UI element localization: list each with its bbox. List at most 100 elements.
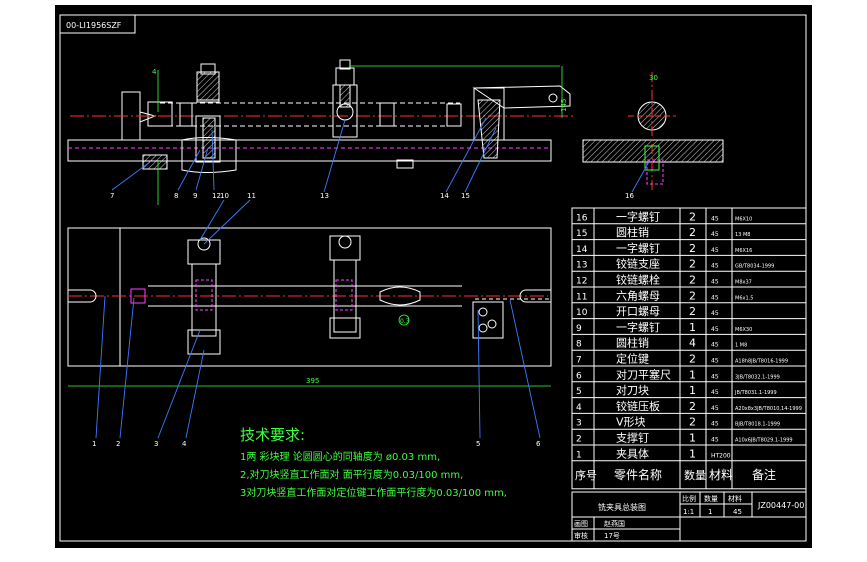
bom-cell-name: 支撑钉 bbox=[616, 431, 649, 445]
bom-cell-no: 14 bbox=[576, 245, 588, 255]
drawn-value: 赵燕国 bbox=[604, 519, 625, 528]
bom-cell-mat: 45 bbox=[711, 358, 719, 365]
bom-cell-no: 12 bbox=[576, 277, 587, 287]
mat-value: 45 bbox=[733, 508, 742, 516]
bom-cell-name: 圆柱销 bbox=[616, 225, 649, 239]
callout-5: 5 bbox=[476, 440, 480, 448]
callout-7: 7 bbox=[110, 192, 114, 200]
leader-lines bbox=[95, 117, 651, 439]
bom-cell-no: 13 bbox=[576, 261, 587, 271]
bom-cell-name: 对刀平塞尺 bbox=[616, 367, 671, 381]
bom-cell-note: BJB/T8018.1-1999 bbox=[735, 422, 780, 428]
bom-cell-name: 夹具体 bbox=[616, 446, 649, 460]
bom-cell-no: 6 bbox=[576, 371, 582, 381]
tech-req-line-1: 1两 彩块理 论圆圆心的同轴度为 ø0.03 mm, bbox=[240, 450, 440, 463]
bom-cell-no: 9 bbox=[576, 324, 582, 334]
bom-cell-name: 一字螺钉 bbox=[616, 241, 660, 255]
mat-label: 材料 bbox=[728, 494, 742, 503]
bom-cell-qty: 1 bbox=[689, 321, 696, 334]
bom-cell-no: 5 bbox=[576, 387, 582, 397]
tech-req-title: 技术要求: bbox=[240, 426, 305, 444]
bom-cell-no: 11 bbox=[576, 292, 587, 302]
scale-value: 1:1 bbox=[683, 508, 694, 516]
tech-req-line-3: 3对刀块竖直工作面对定位键工作面平行度为0.03/100 mm, bbox=[240, 486, 507, 499]
bom-cell-no: 15 bbox=[576, 229, 587, 239]
front-view bbox=[67, 59, 575, 173]
bom-cell-no: 8 bbox=[576, 340, 582, 350]
bom-cell-no: 2 bbox=[576, 435, 582, 445]
bom-header-mat: 材料 bbox=[709, 468, 733, 482]
code-box-text: 00-LI1956SZF bbox=[66, 21, 122, 30]
bom-cell-note: M6X16 bbox=[735, 248, 752, 254]
bom-cell-name: 六角螺母 bbox=[616, 289, 660, 302]
tech-req-line-2: 2,对刀块竖直工作面对 面平行度为0.03/100 mm, bbox=[240, 468, 463, 481]
callout-8: 8 bbox=[174, 192, 178, 200]
bom-cell-mat: 45 bbox=[711, 437, 719, 444]
bom-cell-qty: 2 bbox=[689, 400, 696, 413]
bom-cell-qty: 2 bbox=[689, 226, 696, 239]
callout-3: 3 bbox=[154, 440, 158, 448]
bom-cell-mat: 45 bbox=[711, 326, 719, 333]
bom-header-name: 零件名称 bbox=[614, 467, 662, 482]
bom-cell-qty: 2 bbox=[689, 353, 696, 366]
drawing-sheet bbox=[55, 5, 812, 548]
callout-9: 9 bbox=[193, 192, 197, 200]
bom-cell-no: 16 bbox=[576, 213, 588, 223]
bom-cell-name: 定位键 bbox=[616, 352, 649, 366]
bom-cell-no: 1 bbox=[576, 450, 582, 460]
bom-cell-mat: 45 bbox=[711, 215, 719, 222]
bom-cell-note: 1 M8 bbox=[735, 343, 747, 349]
check-label: 审核 bbox=[574, 531, 588, 540]
bom-cell-qty: 2 bbox=[689, 305, 696, 318]
bom-header-qty: 数量 bbox=[684, 469, 706, 482]
bom-cell-note: M6X30 bbox=[735, 327, 752, 333]
section-view bbox=[582, 72, 724, 190]
bom-cell-qty: 2 bbox=[689, 210, 696, 223]
bom-cell-qty: 2 bbox=[689, 258, 696, 271]
bom-cell-name: 一字螺钉 bbox=[616, 209, 660, 223]
title-block bbox=[571, 491, 807, 542]
dim-top-right: 145 bbox=[560, 99, 568, 112]
bom-cell-name: V形块 bbox=[616, 416, 646, 429]
callout-13: 13 bbox=[320, 192, 329, 200]
callout-11: 11 bbox=[247, 192, 256, 200]
bom-cell-qty: 1 bbox=[689, 432, 696, 445]
plan-view bbox=[67, 227, 552, 367]
bom-cell-note: A10x6JB/T8029.1-1999 bbox=[735, 438, 793, 444]
bom-cell-no: 4 bbox=[576, 403, 582, 413]
bom-cell-name: 圆柱销 bbox=[616, 336, 649, 350]
bom-cell-note: M6x1.5 bbox=[735, 295, 753, 301]
bom-cell-mat: 45 bbox=[711, 373, 719, 380]
bom-header-note: 备注 bbox=[752, 467, 776, 482]
bom-cell-mat: 45 bbox=[711, 263, 719, 270]
bom-cell-name: 铰链压板 bbox=[616, 399, 660, 413]
dim-bottom: 395 bbox=[306, 377, 319, 385]
callout-14: 14 bbox=[440, 192, 449, 200]
bom-cell-note: M8x37 bbox=[735, 280, 752, 286]
callout-4: 4 bbox=[182, 440, 187, 448]
bom-cell-mat: 45 bbox=[711, 310, 719, 317]
bom-cell-mat: 45 bbox=[711, 294, 719, 301]
bom-cell-qty: 1 bbox=[689, 447, 696, 460]
bom-cell-name: 对刀块 bbox=[616, 383, 649, 397]
callout-15: 15 bbox=[461, 192, 470, 200]
bom-header-no: 序号 bbox=[575, 468, 597, 482]
bom-cell-mat: 45 bbox=[711, 247, 719, 254]
bom-cell-name: 铰链支座 bbox=[616, 257, 660, 271]
tech-requirements: 技术要求: 1两 彩块理 论圆圆心的同轴度为 ø0.03 mm, 2,对刀块竖直… bbox=[240, 426, 507, 499]
bom-cell-note: 3JB/T8032.1-1999 bbox=[735, 374, 780, 380]
dim-top-left: 4 bbox=[152, 68, 157, 76]
drawing-code: JZ00447-00 bbox=[757, 501, 804, 510]
code-box: 00-LI1956SZF bbox=[59, 14, 136, 34]
scale-label: 比例 bbox=[682, 494, 696, 503]
callout-12: 12 bbox=[212, 192, 221, 200]
bom-cell-mat: 45 bbox=[711, 389, 719, 396]
bom-cell-note: 13 M8 bbox=[735, 232, 750, 238]
front-view-dimensions bbox=[157, 65, 563, 205]
bom-cell-qty: 2 bbox=[689, 274, 696, 287]
check-value: 17号 bbox=[604, 532, 620, 540]
callout-10: 10 bbox=[220, 192, 229, 200]
title-block-text: 铣夹具总装图 比例 数量 材料 1:1 1 45 JZ00447-00 画图 赵… bbox=[574, 494, 804, 540]
